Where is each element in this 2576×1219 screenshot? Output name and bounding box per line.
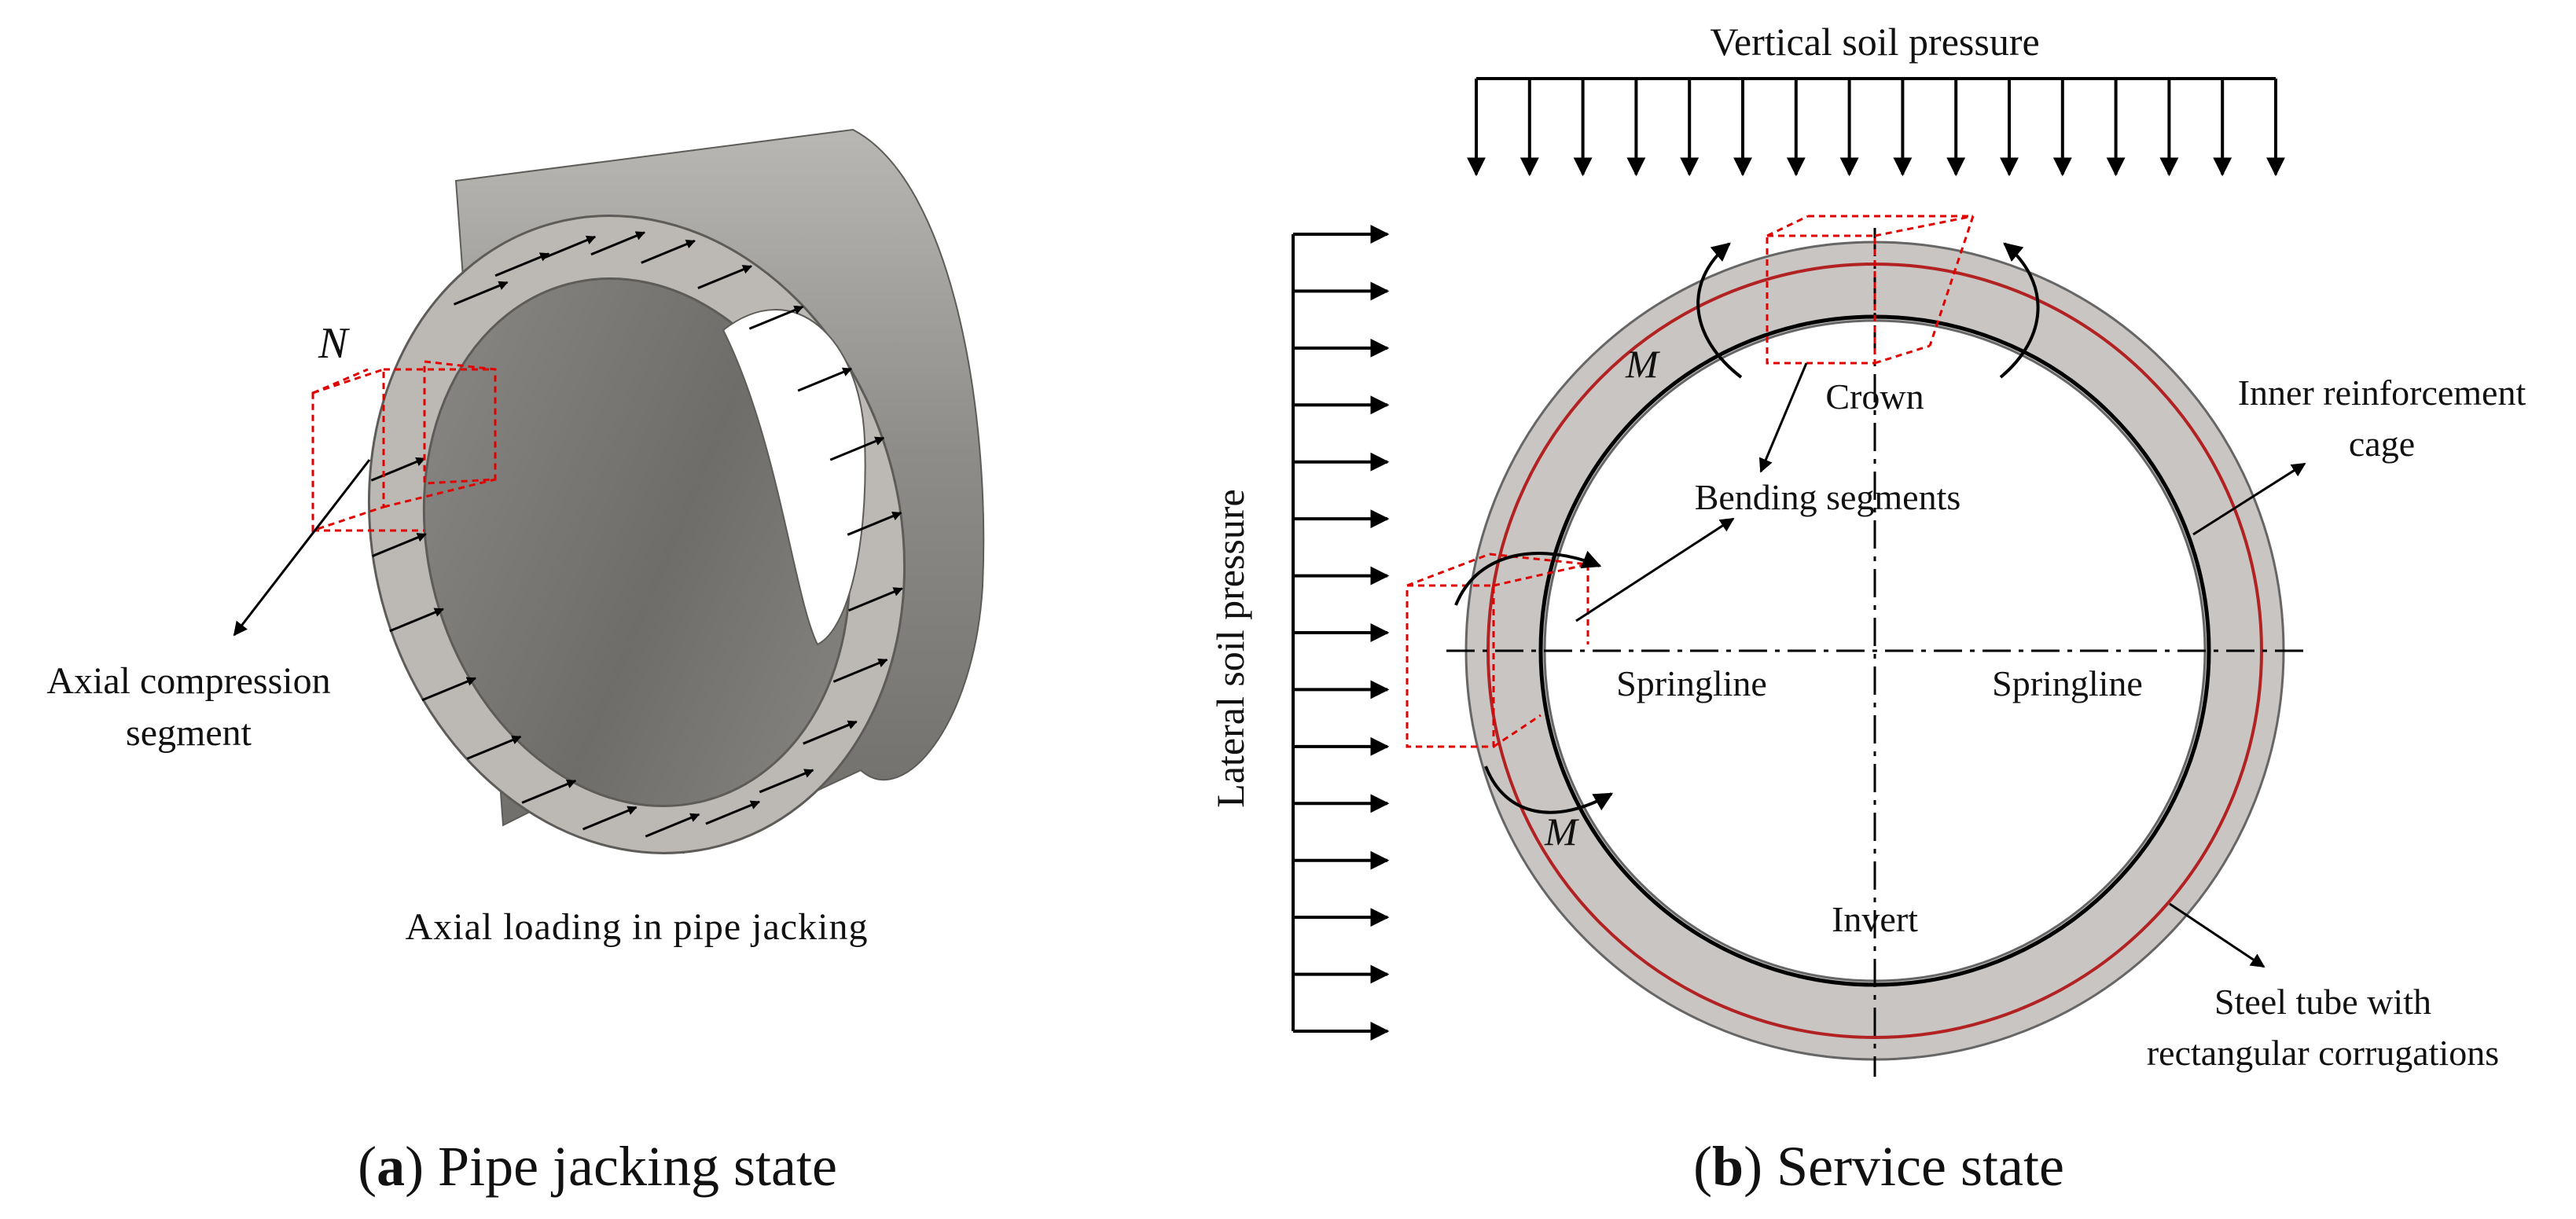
vertical-pressure-label: Vertical soil pressure — [1710, 20, 2039, 64]
axial-load-arrow — [797, 367, 853, 392]
axial-load-arrow — [466, 735, 522, 760]
moment-symbol-springline: M — [1544, 810, 1579, 854]
segment-label-line2: segment — [126, 712, 252, 754]
axial-load-arrow — [582, 806, 638, 831]
springline-left-label: Springline — [1616, 663, 1767, 703]
axial-load-arrow — [372, 533, 427, 557]
pipe-cylinder — [367, 128, 985, 854]
axial-load-arrow — [370, 457, 426, 482]
axial-load-arrow — [832, 658, 888, 683]
crown-bending-segment — [1766, 215, 1975, 365]
panel-b: Vertical soil pressure Lateral soil pres… — [1208, 20, 2526, 1198]
inner-cage-label-line1: Inner reinforcement — [2238, 373, 2526, 413]
axial-force-symbol: N — [318, 319, 350, 368]
axial-load-arrow — [541, 235, 597, 260]
steel-tube-label-line2: rectangular corrugations — [2147, 1033, 2499, 1073]
axial-load-arrow — [759, 769, 814, 794]
lateral-pressure-arrows — [1293, 225, 1390, 1041]
bending-leader-crown — [1758, 362, 1808, 473]
panel-a-caption: Axial loading in pipe jacking — [406, 906, 869, 948]
axial-compression-segment — [311, 360, 497, 533]
steel-tube-leader — [2169, 902, 2265, 968]
inner-cage-label-line2: cage — [2349, 424, 2415, 464]
moment-symbol-crown: M — [1625, 342, 1660, 386]
bending-leader-springline — [1575, 517, 1735, 622]
invert-label: Invert — [1832, 899, 1918, 939]
steel-tube-label-line1: Steel tube with — [2214, 982, 2431, 1022]
axial-load-arrow — [847, 511, 902, 536]
panel-a: N Axial compression segment Axial loadin… — [46, 128, 985, 1198]
axial-load-arrow — [748, 305, 804, 330]
axial-load-arrow — [705, 800, 761, 825]
axial-load-arrow — [494, 252, 550, 277]
segment-label-line1: Axial compression — [46, 660, 330, 702]
axial-load-arrow — [641, 239, 696, 264]
axial-load-arrow — [829, 436, 885, 461]
axial-load-arrow — [453, 281, 509, 306]
center-lines — [1446, 228, 2303, 1077]
inner-cage-leader — [2192, 462, 2306, 536]
segment-leader-arrow — [233, 459, 371, 637]
panel-a-subfig-title: (a) Pipe jacking state — [358, 1135, 837, 1198]
axial-load-arrows — [370, 231, 903, 838]
axial-load-arrow — [697, 265, 753, 289]
axial-load-arrow — [521, 779, 577, 804]
axial-load-arrow — [590, 231, 646, 256]
axial-load-arrow — [421, 677, 477, 702]
vertical-pressure-arrows — [1467, 79, 2285, 177]
moment-arrows — [1454, 242, 2040, 814]
axial-load-arrow — [645, 813, 700, 838]
lateral-pressure-label: Lateral soil pressure — [1208, 489, 1252, 807]
bending-segments-label: Bending segments — [1695, 477, 1961, 517]
springline-bending-segment — [1406, 553, 1589, 748]
axial-load-arrow — [389, 608, 444, 633]
axial-load-arrow — [848, 587, 903, 612]
crown-label: Crown — [1825, 376, 1924, 417]
axial-load-arrow — [803, 720, 858, 745]
springline-right-label: Springline — [1992, 663, 2143, 703]
panel-b-subfig-title: (b) Service state — [1693, 1135, 2064, 1198]
